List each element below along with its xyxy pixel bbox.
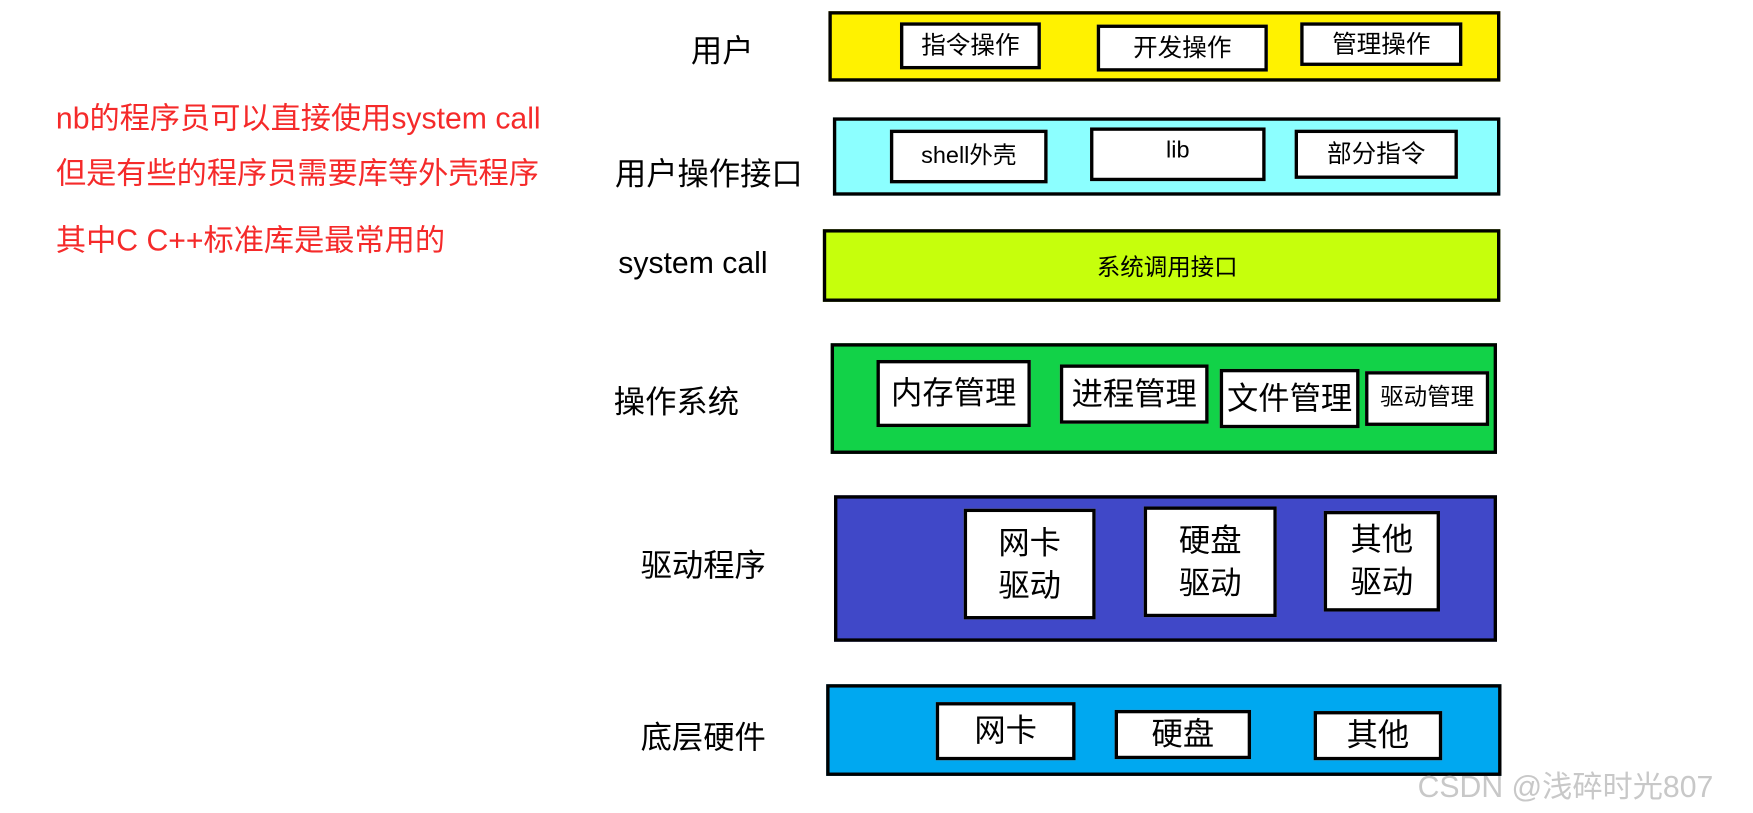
os-item: 驱动管理: [1365, 371, 1490, 426]
layer-system-call: 系统调用接口: [822, 229, 1501, 302]
note-line-1: nb的程序员可以直接使用system call: [55, 101, 541, 136]
driver-item: 网卡 驱动: [963, 508, 1096, 620]
driver-item-line: 其他: [1350, 522, 1414, 557]
layer-label-user: 用户: [690, 33, 754, 69]
layer-hardware: 网卡 硬盘 其他: [826, 684, 1502, 776]
note-line-3: 其中C C++标准库是最常用的: [55, 223, 446, 258]
interface-item: 部分指令: [1294, 129, 1458, 179]
driver-item: 其他 驱动: [1323, 510, 1440, 612]
hardware-item: 网卡: [935, 702, 1076, 761]
driver-item-line: 驱动: [1178, 565, 1242, 600]
hardware-item: 硬盘: [1114, 709, 1252, 760]
layer-drivers: 网卡 驱动 硬盘 驱动 其他 驱动: [834, 495, 1498, 642]
os-item: 内存管理: [876, 359, 1031, 428]
user-item: 指令操作: [899, 22, 1041, 70]
interface-item: lib: [1090, 127, 1266, 182]
os-item: 进程管理: [1059, 364, 1209, 424]
layer-label-hardware: 底层硬件: [640, 719, 766, 755]
layer-label-drivers: 驱动程序: [640, 547, 766, 583]
layer-user: 指令操作 开发操作 管理操作: [828, 11, 1501, 82]
layer-label-user-interface: 用户操作接口: [614, 156, 803, 192]
driver-item-line: 驱动: [998, 567, 1061, 603]
driver-item-line: 硬盘: [1178, 522, 1242, 558]
watermark: CSDN @浅碎时光807: [1417, 770, 1714, 804]
driver-item-line: 网卡: [998, 525, 1061, 560]
driver-item-line: 驱动: [1350, 564, 1414, 600]
note-line-2: 但是有些的程序员需要库等外壳程序: [55, 156, 539, 191]
layer-label-os: 操作系统: [613, 384, 740, 420]
layer-label-system-call: system call: [618, 245, 768, 280]
interface-item: shell外壳: [889, 129, 1048, 184]
os-item: 文件管理: [1219, 368, 1360, 429]
layer-user-interface: shell外壳 lib 部分指令: [832, 117, 1501, 196]
hardware-item: 其他: [1313, 711, 1443, 761]
user-item: 开发操作: [1096, 24, 1268, 72]
driver-item: 硬盘 驱动: [1143, 506, 1277, 618]
user-item: 管理操作: [1300, 22, 1463, 66]
system-call-content: 系统调用接口: [1096, 254, 1238, 281]
layer-os: 内存管理 进程管理 文件管理 驱动管理: [830, 343, 1498, 454]
